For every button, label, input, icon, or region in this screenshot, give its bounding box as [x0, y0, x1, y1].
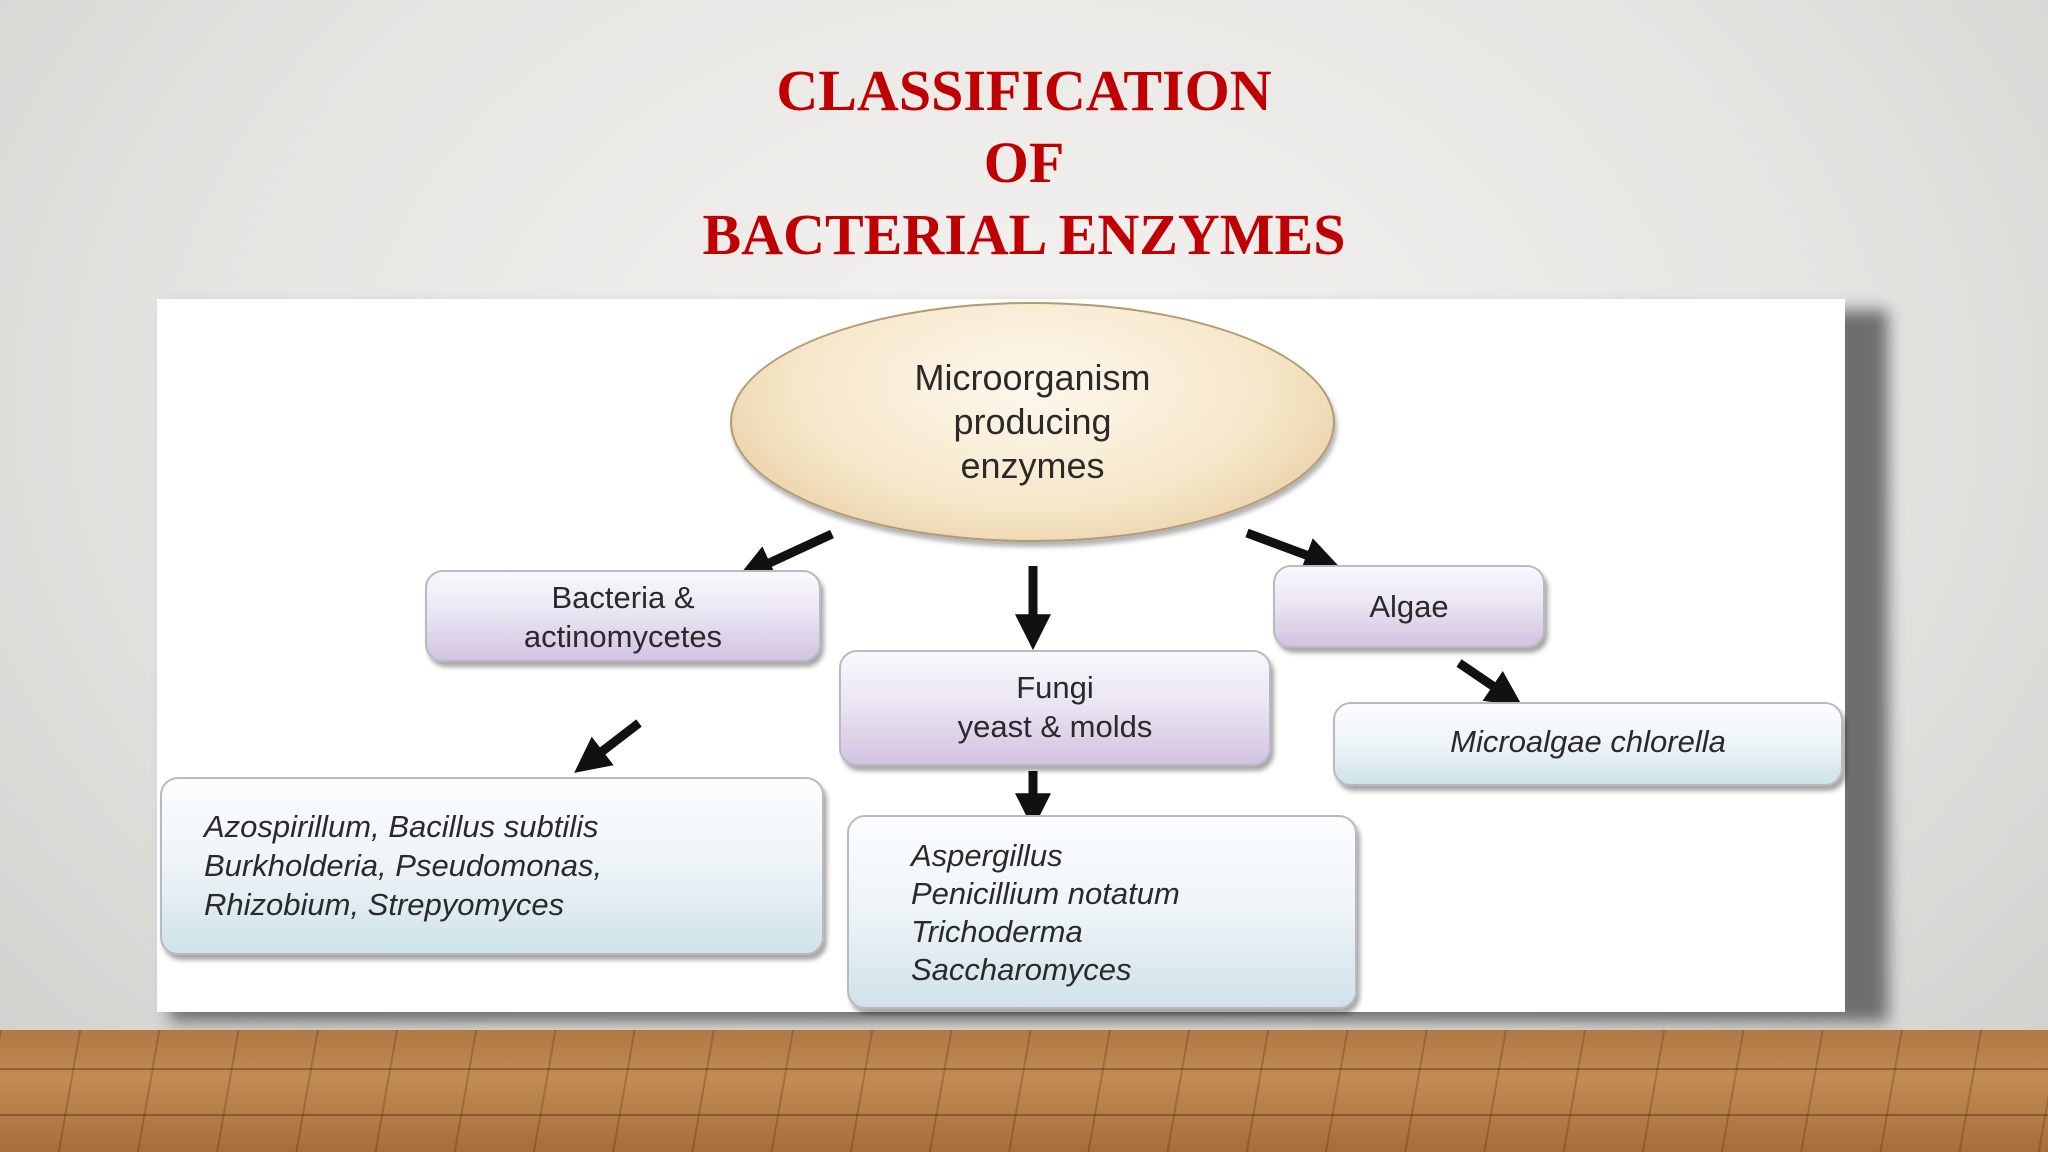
node-algae-examples: Microalgae chlorella: [1333, 702, 1843, 786]
node-bacteria-actinomycetes: Bacteria & actinomycetes: [425, 570, 821, 662]
title-line-1: CLASSIFICATION: [776, 58, 1272, 123]
node-fungi-examples: Aspergillus Penicillium notatum Trichode…: [847, 815, 1357, 1009]
fungi-examples-line-4: Saccharomyces: [911, 952, 1132, 987]
arrow-root-to-algae: [1245, 528, 1341, 572]
arrow-bacteria-to-examples: [574, 719, 642, 773]
fungi-examples-line-3: Trichoderma: [911, 914, 1083, 949]
bacteria-examples-line-2: Burkholderia, Pseudomonas,: [204, 848, 603, 883]
root-node-line-3: enzymes: [960, 445, 1105, 486]
root-node-line-2: producing: [953, 401, 1112, 442]
fungi-examples-line-2: Penicillium notatum: [911, 876, 1180, 911]
node-fungi: Fungi yeast & molds: [839, 650, 1271, 766]
slide-title: CLASSIFICATION OF BACTERIAL ENZYMES: [0, 55, 2048, 271]
arrow-root-to-bacteria: [737, 529, 834, 580]
fungi-node-line-1: Fungi: [1016, 670, 1094, 705]
fungi-examples-line-1: Aspergillus: [911, 838, 1063, 873]
node-bacteria-examples: Azospirillum, Bacillus subtilis Burkhold…: [160, 777, 824, 955]
bacteria-node-line-2: actinomycetes: [523, 619, 723, 654]
node-algae: Algae: [1273, 565, 1545, 648]
algae-node-label: Algae: [1369, 589, 1449, 624]
arrows-layer: [574, 528, 1523, 830]
bacteria-examples-line-1: Azospirillum, Bacillus subtilis: [204, 809, 599, 844]
diagram-panel: Microorganism producing enzymes Bacteria…: [157, 299, 1845, 1012]
wooden-floor: [0, 1030, 2048, 1152]
algae-examples-label: Microalgae chlorella: [1450, 724, 1726, 759]
title-line-2: OF: [983, 130, 1065, 195]
root-node-microorganism: Microorganism producing enzymes: [730, 302, 1335, 542]
bacteria-examples-line-3: Rhizobium, Strepyomyces: [204, 887, 565, 922]
bacteria-node-line-1: Bacteria &: [551, 580, 695, 615]
arrow-algae-to-examples: [1456, 659, 1523, 707]
title-line-3: BACTERIAL ENZYMES: [702, 202, 1346, 267]
root-node-line-1: Microorganism: [914, 357, 1151, 398]
fungi-node-line-2: yeast & molds: [957, 709, 1153, 744]
